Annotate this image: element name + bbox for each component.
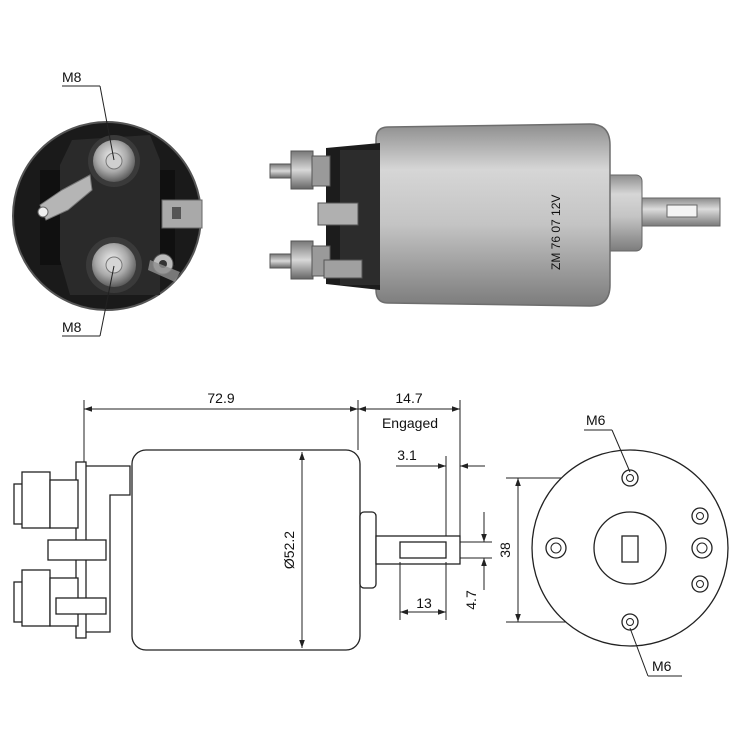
drawing-terminal-cap	[13, 461, 131, 639]
end-label-m6-top: M6	[586, 412, 606, 428]
mount-hole-bottom	[621, 613, 639, 631]
dim-slot-width: 4.7	[463, 590, 479, 610]
mount-hole-top	[621, 469, 639, 487]
top-terminal-stud	[88, 135, 140, 187]
photo-solenoid-side-view: ZM 76 07 12V	[269, 123, 721, 307]
dimension-lines: 72.9 14.7 Engaged 3.1 Ø52.2 13 4.7 38	[83, 390, 628, 648]
dim-stroke: 14.7	[395, 390, 422, 406]
photo-label-m8-bottom: M8	[62, 319, 82, 335]
dim-stroke-note: Engaged	[382, 415, 438, 431]
solenoid-housing	[375, 123, 611, 307]
photo-terminal-end-view	[12, 121, 203, 311]
dim-shaft-length: 13	[416, 595, 432, 611]
end-view-hole-lower-right	[691, 575, 709, 593]
photo-spade-tab	[317, 202, 359, 226]
dim-body-diameter: Ø52.2	[281, 531, 297, 569]
lower-stud-nut	[290, 240, 314, 280]
end-view-plunger-slot	[621, 535, 639, 563]
housing-marking: ZM 76 07 12V	[549, 195, 563, 270]
side-elevation-drawing	[13, 449, 461, 651]
terminal-bracket	[39, 174, 93, 221]
bottom-terminal-stud	[86, 237, 142, 293]
front-end-view-drawing	[531, 449, 729, 647]
dim-mount-spacing: 38	[497, 542, 513, 558]
end-label-m6-bottom: M6	[652, 658, 672, 674]
drawing-solenoid-body	[131, 449, 361, 651]
end-view-hole-upper-right	[691, 507, 709, 525]
dim-body-length: 72.9	[207, 390, 234, 406]
spade-tab	[161, 199, 203, 229]
upper-stud-nut	[290, 150, 314, 190]
drawing-spade-tab	[47, 539, 107, 561]
photo-label-m8-top: M8	[62, 69, 82, 85]
end-view-hole-left	[545, 537, 567, 559]
drawing-front-boss	[359, 511, 377, 589]
end-view-hole-right	[691, 537, 713, 559]
dim-shaft-offset: 3.1	[397, 447, 417, 463]
